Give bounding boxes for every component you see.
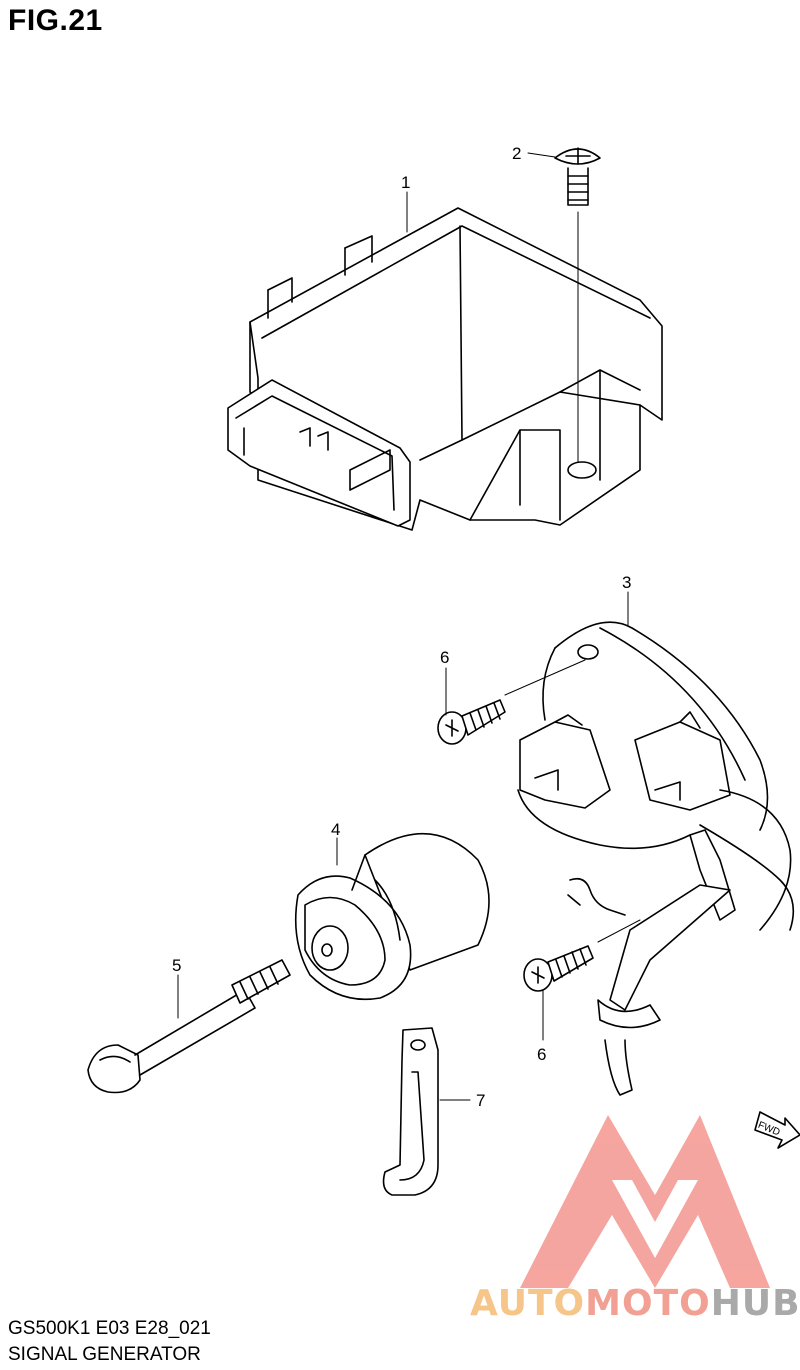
watermark-moto: MOTO [585, 1283, 711, 1324]
callout-4: 4 [331, 820, 340, 839]
watermark-auto: AUTO [470, 1283, 586, 1324]
callout-1: 1 [401, 173, 410, 192]
footer-model-code: GS500K1 E03 E28_021 [8, 1318, 211, 1339]
callout-2: 2 [512, 144, 521, 163]
leader-lines [177, 152, 629, 1101]
figure-title: FIG.21 [8, 4, 103, 37]
fwd-arrow-icon: FWD [754, 1111, 800, 1149]
parts-diagram: FWD 1 2 3 4 5 6 6 7 [87, 144, 800, 1288]
callout-3: 3 [622, 573, 631, 592]
callout-6-lower: 6 [537, 1045, 546, 1064]
part-6-screw-upper [437, 699, 506, 745]
callout-numbers: 1 2 3 4 5 6 6 7 [172, 144, 631, 1110]
part-6-screw-lower [523, 919, 641, 992]
part-4-rotor [294, 832, 490, 1001]
watermark-hub: HUB [710, 1283, 800, 1324]
part-1-control-unit [227, 207, 663, 531]
part-3-signal-generator [504, 621, 795, 1096]
callout-7: 7 [476, 1091, 485, 1110]
part-7-bracket [382, 1027, 439, 1196]
part-5-bolt [87, 959, 291, 1094]
callout-6-upper: 6 [440, 648, 449, 667]
watermark-logo-icon [520, 1115, 770, 1288]
part-2-screw [554, 147, 601, 463]
footer-section-name: SIGNAL GENERATOR [8, 1344, 201, 1365]
watermark-wordmark: AUTOMOTOHUB [470, 1283, 800, 1324]
callout-5: 5 [172, 956, 181, 975]
